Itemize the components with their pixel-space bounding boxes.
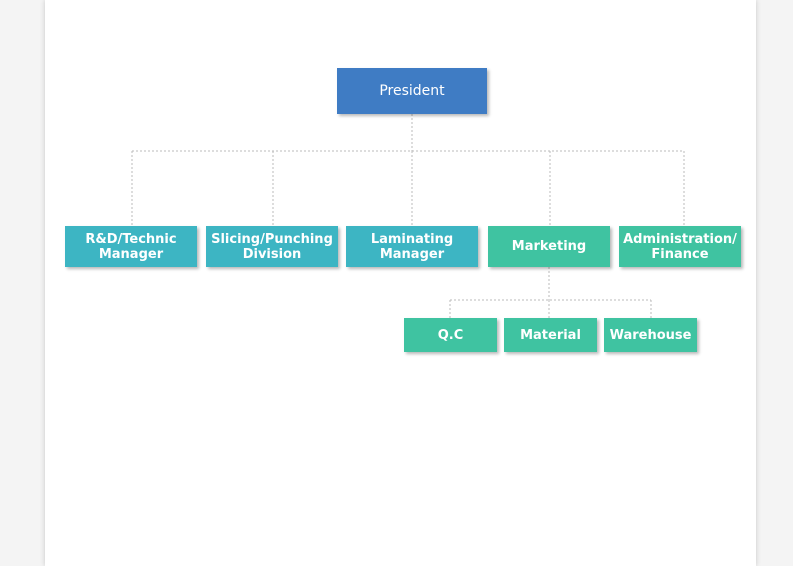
dept-label-laminating: Laminating Manager [370, 231, 454, 262]
subdept-label-qc: Q.C [437, 327, 464, 343]
dept-label-slicing: Slicing/Punching Division [211, 231, 333, 262]
dept-label-admin: Administration/ Finance [623, 231, 737, 262]
subdept-label-warehouse: Warehouse [609, 327, 692, 343]
subdept-box-warehouse: Warehouse [604, 318, 697, 352]
subdept-label-material: Material [520, 327, 581, 343]
dept-box-admin: Administration/ Finance [619, 226, 741, 267]
dept-label-rnd: R&D/Technic Manager [85, 231, 177, 262]
dept-box-laminating: Laminating Manager [346, 226, 478, 267]
subdept-box-material: Material [504, 318, 597, 352]
president-label: President [379, 82, 445, 99]
dept-box-rnd: R&D/Technic Manager [65, 226, 197, 267]
subdept-box-qc: Q.C [404, 318, 497, 352]
dept-box-slicing: Slicing/Punching Division [206, 226, 338, 267]
dept-label-marketing: Marketing [511, 239, 587, 254]
president-box: President [337, 68, 487, 114]
dept-box-marketing: Marketing [488, 226, 610, 267]
